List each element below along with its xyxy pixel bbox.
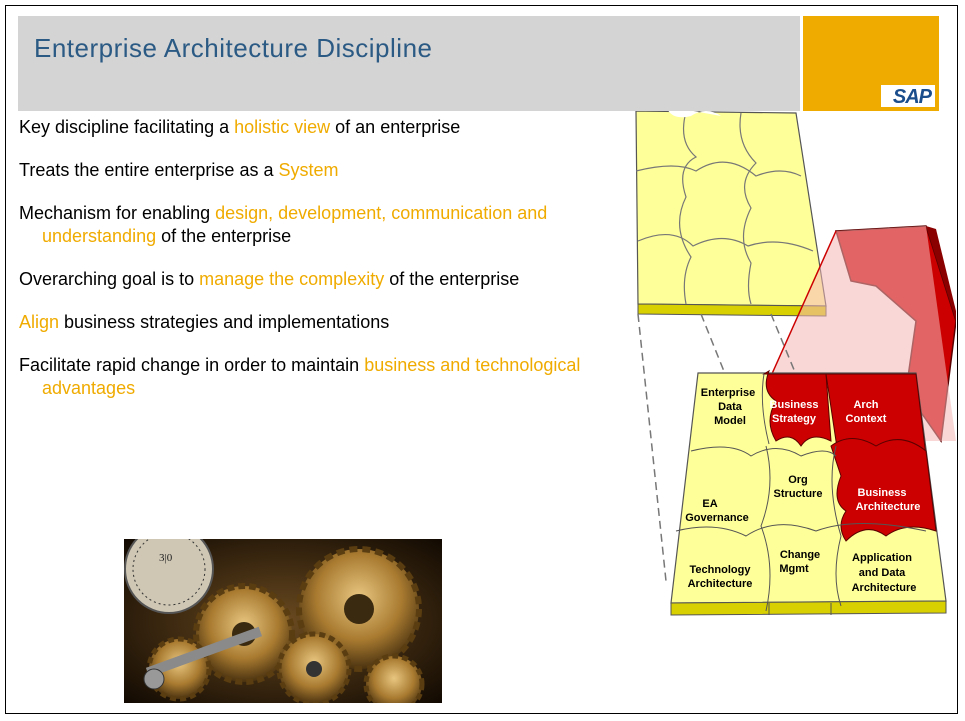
piece-application-data-architecture-l2: and Data (859, 567, 906, 579)
dial-number: 3|0 (159, 552, 173, 564)
piece-arch-context-l1: Arch (853, 399, 878, 411)
piece-arch-context-l2: Context (846, 413, 887, 425)
piece-technology-architecture-l1: Technology (690, 564, 752, 576)
bullet-item: Mechanism for enabling design, developme… (19, 202, 619, 248)
piece-enterprise-data-model-l3: Model (714, 415, 746, 427)
piece-application-data-architecture-l1: Application (852, 552, 912, 564)
bullet-list: Key discipline facilitating a holistic v… (19, 116, 619, 420)
bullet-text: Treats the entire enterprise as a (19, 160, 279, 180)
bullet-highlight: design, development, communication and u… (42, 203, 548, 246)
bullet-item: Treats the entire enterprise as a System (19, 159, 619, 182)
piece-ea-governance-l2: Governance (685, 512, 749, 524)
bullet-highlight: manage the complexity (199, 269, 385, 289)
piece-business-strategy-l2: Strategy (772, 413, 817, 425)
sap-logo-box (881, 85, 935, 107)
puzzle-diagram: Enterprise Data Model Business Strategy … (635, 111, 956, 616)
bullet-highlight: holistic view (234, 117, 331, 137)
bullet-item: Overarching goal is to manage the comple… (19, 268, 619, 291)
piece-application-data-architecture-l3: Architecture (852, 582, 917, 594)
bullet-highlight: Align (19, 312, 60, 332)
piece-technology-architecture-l2: Architecture (688, 578, 753, 590)
bullet-item: Facilitate rapid change in order to main… (19, 354, 619, 400)
piece-business-strategy-l1: Business (770, 399, 819, 411)
slide-title: Enterprise Architecture Discipline (34, 33, 433, 63)
bullet-text: Overarching goal is to (19, 269, 200, 289)
bullet-text: Facilitate rapid change in order to main… (19, 355, 365, 375)
bullet-highlight: business and technological advantages (42, 355, 581, 398)
bullet-item: Key discipline facilitating a holistic v… (19, 116, 619, 139)
bullet-text: Mechanism for enabling (19, 203, 216, 223)
bullet-text: of the enterprise (384, 269, 520, 289)
bullet-text: business strategies and implementations (59, 312, 390, 332)
piece-org-structure-l2: Structure (774, 488, 823, 500)
piece-org-structure-l1: Org (788, 474, 808, 486)
piece-enterprise-data-model-l1: Enterprise (701, 387, 755, 399)
sap-logo-text: SAP (892, 86, 932, 108)
title-bar: Enterprise Architecture Discipline (18, 16, 800, 111)
bullet-item: Align business strategies and implementa… (19, 311, 619, 334)
piece-business-architecture-l2: Architecture (856, 501, 921, 513)
slide: Enterprise Architecture Discipline SAP K… (5, 5, 958, 714)
bullet-text: Key discipline facilitating a (19, 117, 235, 137)
bullet-text: of an enterprise (330, 117, 461, 137)
piece-ea-governance-l1: EA (702, 498, 717, 510)
piece-enterprise-data-model-l2: Data (718, 401, 743, 413)
piece-business-architecture-l1: Business (858, 487, 907, 499)
piece-change-mgmt-l2: Mgmt (779, 563, 809, 575)
bullet-highlight: System (278, 160, 339, 180)
gears-image: 3|0 (124, 539, 442, 703)
sap-logo: SAP (803, 16, 939, 111)
bullet-text: of the enterprise (156, 226, 292, 246)
piece-change-mgmt-l1: Change (780, 549, 820, 561)
